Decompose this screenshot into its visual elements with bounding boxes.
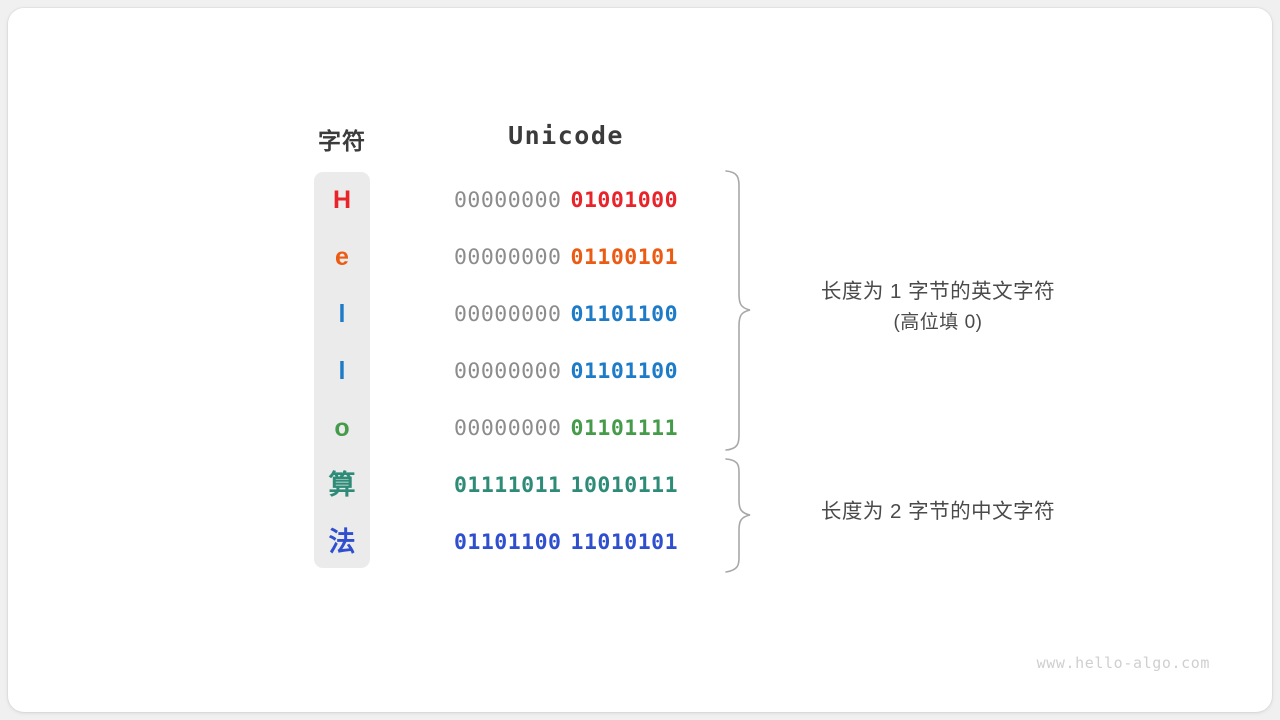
annotation-single-byte: 长度为 1 字节的英文字符 (高位填 0) xyxy=(778,276,1098,337)
unicode-high-byte: 00000000 xyxy=(453,245,562,270)
table-row-unicode-bits: 00000000 01101100 xyxy=(440,286,692,343)
table-row-character: H xyxy=(332,186,352,214)
table-row-character: o xyxy=(334,414,350,442)
brace-single-byte xyxy=(725,170,751,451)
unicode-low-byte: 10010111 xyxy=(570,473,679,498)
character-column-background xyxy=(314,172,370,568)
table-row-unicode-bits: 00000000 01001000 xyxy=(440,172,692,229)
watermark: www.hello-algo.com xyxy=(1036,654,1210,672)
unicode-low-byte: 01101100 xyxy=(570,359,679,384)
annotation-single-byte-line2: (高位填 0) xyxy=(893,311,983,333)
unicode-high-byte: 00000000 xyxy=(453,416,562,441)
unicode-low-byte: 01100101 xyxy=(570,245,679,270)
brace-double-byte xyxy=(725,458,751,573)
unicode-high-byte: 00000000 xyxy=(453,359,562,384)
table-row-character: l xyxy=(338,357,346,385)
unicode-low-byte: 11010101 xyxy=(570,530,679,555)
table-row-unicode-bits: 01101100 11010101 xyxy=(440,514,692,571)
table-row-unicode-bits: 00000000 01101111 xyxy=(440,400,692,457)
diagram-card: 字符 Unicode H 00000000 01001000 e 00000000 011… xyxy=(8,8,1272,712)
column-header-unicode: Unicode xyxy=(508,121,624,150)
table-row-character: l xyxy=(338,300,346,328)
unicode-low-byte: 01101111 xyxy=(570,416,679,441)
table-row-character: 法 xyxy=(328,527,356,557)
unicode-high-byte: 00000000 xyxy=(453,302,562,327)
annotation-single-byte-line1: 长度为 1 字节的英文字符 xyxy=(820,280,1056,303)
unicode-high-byte: 01101100 xyxy=(453,530,562,555)
table-row-character: e xyxy=(335,243,349,271)
table-row-unicode-bits: 00000000 01101100 xyxy=(440,343,692,400)
unicode-high-byte: 01111011 xyxy=(453,473,562,498)
unicode-low-byte: 01001000 xyxy=(570,188,679,213)
unicode-low-byte: 01101100 xyxy=(570,302,679,327)
column-header-character: 字符 xyxy=(318,128,366,154)
table-row-unicode-bits: 01111011 10010111 xyxy=(440,457,692,514)
annotation-double-byte-line1: 长度为 2 字节的中文字符 xyxy=(820,500,1056,523)
table-row-character: 算 xyxy=(328,470,356,500)
table-row-unicode-bits: 00000000 01100101 xyxy=(440,229,692,286)
annotation-double-byte: 长度为 2 字节的中文字符 xyxy=(778,496,1098,528)
unicode-high-byte: 00000000 xyxy=(453,188,562,213)
